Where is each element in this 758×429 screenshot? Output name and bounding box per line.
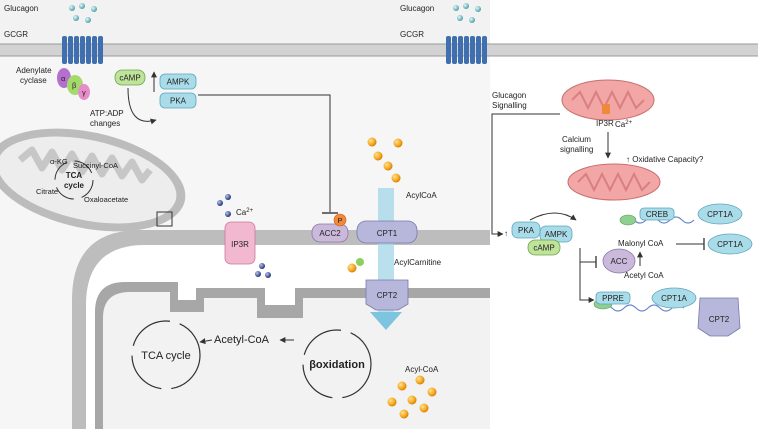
cpt2-node [365, 279, 409, 311]
acc-node-right [602, 248, 636, 274]
akg-label: α-KG [50, 157, 68, 166]
cpt1-label: CPT1 [377, 229, 398, 238]
ip3r-label: IP3R [231, 240, 249, 249]
g-protein: α β γ [57, 68, 90, 100]
gcgr-receptor [62, 36, 103, 64]
pka-label-right: PKA [518, 226, 535, 235]
glucagon-label: Glucagon [4, 4, 38, 13]
glucagon-signalling-label-1: Glucagon [492, 91, 526, 100]
cpt1a-node-1 [697, 203, 743, 225]
glucagon-signalling-label-2: Signalling [492, 101, 527, 110]
malonyl-coa-label: Malonyl CoA [618, 239, 664, 248]
oxidative-capacity-label: ↑ Oxidative Capacity? [626, 155, 704, 164]
acyl-coa-label-2: Acyl-CoA [405, 365, 439, 374]
ca-sup-left: 2+ [246, 208, 253, 214]
tca-small-label-2: cycle [64, 181, 85, 190]
camp-label-right: cAMP [533, 244, 554, 253]
acc2-node [311, 223, 349, 243]
alpha-label: α [61, 74, 66, 83]
succinyl-coa-label: Succinyl-CoA [73, 161, 118, 170]
cpt1a-node-3 [651, 287, 697, 309]
transport-arrow [370, 312, 402, 330]
right-panel: Glucagon GCGR Glucagon Signalling IP3R C… [400, 0, 758, 429]
camp-node-right [527, 239, 561, 256]
acylcarnitine-label: AcylCarnitine [394, 258, 442, 267]
fatty-acid-molecules [347, 137, 437, 419]
mitochondrion-right-bottom [567, 163, 661, 201]
up-arrow-label: ↑ [504, 229, 508, 238]
camp-label: cAMP [119, 74, 140, 83]
beta-label: β [72, 81, 77, 90]
acetyl-coa-label-right: Acetyl CoA [624, 271, 664, 280]
calcium-signalling-label-1: Calcium [562, 135, 591, 144]
cpt1a-label-3: CPT1A [661, 294, 687, 303]
beta-oxidation-cycle: βoxidation [302, 329, 372, 399]
gamma-label: γ [82, 88, 86, 97]
glucagon-molecules [69, 3, 97, 23]
ca-sup-right: 2+ [625, 120, 632, 126]
phosphate-badge [333, 213, 347, 227]
calcium-ions [217, 194, 271, 278]
ampk-label: AMPK [167, 78, 190, 87]
small-mitochondrion [0, 128, 186, 232]
acc-label-right: ACC [611, 257, 628, 266]
beta-oxidation-label: βoxidation [309, 359, 365, 371]
ca-text-left: Ca [236, 208, 247, 217]
left-panel: α-KG Succinyl-CoA TCA cycle Citrate Oxal… [0, 0, 490, 429]
adenylate-cyclase-label-2: cyclase [20, 76, 47, 85]
calcium-signalling-label-2: signalling [560, 145, 593, 154]
atp-adp-label-2: changes [90, 119, 120, 128]
plasma-membrane-right [490, 44, 758, 56]
cpt1a-label-1: CPT1A [707, 210, 733, 219]
camp-node [114, 69, 146, 86]
ip3r-node [224, 221, 256, 265]
tca-cycle-large: TCA cycle [131, 320, 201, 390]
gcgr-label-right: GCGR [400, 30, 424, 39]
tca-big-label: TCA cycle [141, 350, 191, 362]
cpt1a-node-2 [707, 233, 753, 255]
ca-text-right: Ca [615, 120, 626, 129]
tca-small-label-1: TCA [66, 171, 83, 180]
citrate-label: Citrate [36, 187, 58, 196]
ppre-label: PPRE [602, 294, 624, 303]
oxaloacetate-label: Oxaloacetate [84, 195, 128, 204]
creb-node [639, 207, 675, 221]
atp-adp-label-1: ATP:ADP [90, 109, 124, 118]
dna-strand-2 [599, 304, 685, 312]
gcgr-label: GCGR [4, 30, 28, 39]
glucagon-label-right: Glucagon [400, 4, 434, 13]
mini-tca-cycle: α-KG Succinyl-CoA TCA cycle Citrate Oxal… [36, 157, 128, 204]
cpt1-node [356, 220, 418, 244]
cpt2-label-right: CPT2 [709, 315, 730, 324]
glucagon-molecules-right [453, 3, 481, 23]
ampk-label-right: AMPK [545, 230, 568, 239]
ppre-node [595, 291, 631, 305]
phosphate-label: P [337, 216, 342, 225]
ampk-node [159, 73, 197, 90]
acetyl-coa-label: Acetyl-CoA [214, 334, 270, 346]
cpt2-label: CPT2 [377, 291, 398, 300]
creb-label: CREB [646, 210, 668, 219]
pka-label: PKA [170, 97, 187, 106]
cpt1a-label-2: CPT1A [717, 240, 743, 249]
gcgr-receptor-right [446, 36, 487, 64]
adenylate-cyclase-label-1: Adenylate [16, 66, 52, 75]
cpt2-node-right [697, 297, 741, 337]
acc2-label: ACC2 [319, 229, 341, 238]
ca-label-right: Ca2+ [615, 120, 633, 129]
acylcoa-label: AcylCoA [406, 191, 437, 200]
pka-node [159, 92, 197, 109]
mitochondrion-right-top [561, 79, 655, 121]
plasma-membrane [0, 44, 490, 56]
ip3r-label-right: IP3R [596, 119, 614, 128]
ca-label-left: Ca2+ [236, 208, 254, 217]
